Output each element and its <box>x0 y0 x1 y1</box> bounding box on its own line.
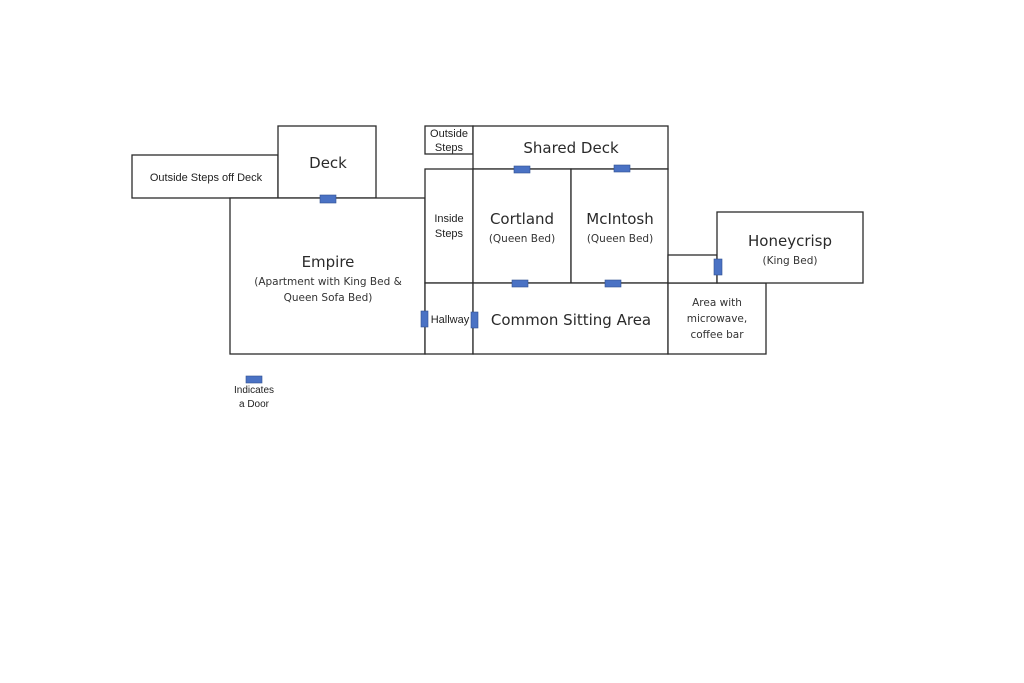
room-honeycrisp <box>716 211 864 284</box>
label-area-1: Area with <box>692 297 742 309</box>
label-mcintosh-sub: (Queen Bed) <box>587 233 653 245</box>
door-cortland-common <box>511 279 529 288</box>
label-area-2: microwave, <box>687 313 747 325</box>
label-empire: Empire <box>302 253 355 271</box>
label-hallway: Hallway <box>431 314 470 326</box>
label-mcintosh: McIntosh <box>586 210 654 228</box>
legend-door-swatch <box>245 375 263 384</box>
label-cortland-sub: (Queen Bed) <box>489 233 555 245</box>
label-honeycrisp-sub: (King Bed) <box>763 255 818 267</box>
door-deck-empire <box>319 194 337 204</box>
label-inside-steps-1: Inside <box>434 213 463 225</box>
room-connector <box>667 254 718 284</box>
label-shared-deck: Shared Deck <box>523 139 619 157</box>
label-deck: Deck <box>309 154 347 172</box>
door-cortland-deck <box>513 165 531 174</box>
door-mcintosh-common <box>604 279 622 288</box>
legend-text-1: Indicates <box>234 385 274 396</box>
label-common-sitting-area: Common Sitting Area <box>491 311 651 329</box>
room-coffee-area <box>667 282 767 355</box>
label-outside-steps-2: Steps <box>435 142 464 154</box>
label-honeycrisp: Honeycrisp <box>748 232 832 250</box>
label-cortland: Cortland <box>490 210 554 228</box>
room-outside-steps-off-deck <box>131 154 279 199</box>
room-cortland <box>472 168 572 284</box>
door-mcintosh-deck <box>613 164 631 173</box>
label-inside-steps-2: Steps <box>435 228 464 240</box>
label-outside-steps-off-deck: Outside Steps off Deck <box>150 172 263 184</box>
label-empire-sub2: Queen Sofa Bed) <box>284 292 373 304</box>
label-outside-steps-1: Outside <box>430 128 468 140</box>
room-inside-steps <box>424 168 474 284</box>
door-honeycrisp <box>713 258 723 276</box>
legend-text-2: a Door <box>239 399 270 410</box>
label-empire-sub1: (Apartment with King Bed & <box>254 276 402 288</box>
room-deck <box>277 125 377 199</box>
label-area-3: coffee bar <box>690 329 744 341</box>
door-hallway-common <box>470 311 479 329</box>
door-empire-hallway <box>420 310 429 328</box>
